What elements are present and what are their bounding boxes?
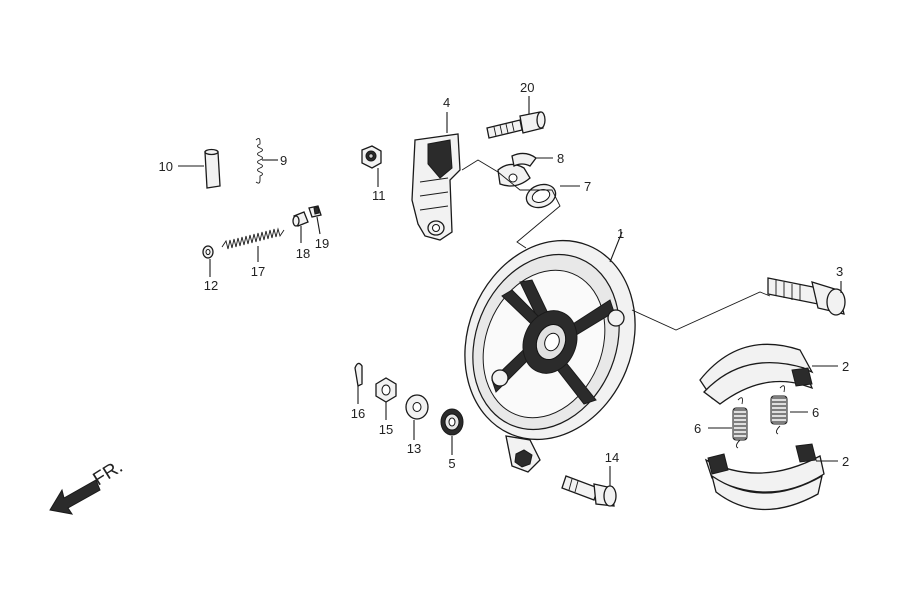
callout-14: 14 [605, 450, 619, 465]
part-7-seal-ring [525, 183, 580, 209]
callout-16: 16 [351, 406, 365, 421]
part-10-sleeve [178, 148, 221, 189]
callout-12: 12 [204, 278, 218, 293]
callout-20: 20 [520, 80, 534, 95]
callout-6-left: 6 [694, 421, 701, 436]
part-20-bolt [486, 96, 546, 139]
leader-arm-to-hub [461, 159, 561, 249]
callout-11: 11 [372, 188, 386, 203]
leader-hub-to-axle [631, 291, 771, 331]
callout-10: 10 [159, 159, 173, 174]
callout-5: 5 [448, 456, 455, 471]
part-15-nut [375, 377, 397, 420]
front-direction-arrow: FR. [49, 456, 127, 515]
callout-6-right: 6 [812, 405, 819, 420]
part-12-washer [202, 245, 214, 277]
callout-4: 4 [443, 95, 450, 110]
callout-17: 17 [251, 264, 265, 279]
part-4-brake-arm [411, 112, 461, 241]
part-2-brake-shoe-upper [699, 343, 838, 405]
callout-19: 19 [315, 236, 329, 251]
part-17-long-spring [221, 227, 285, 262]
part-6-spring-left [708, 397, 748, 449]
callout-3: 3 [836, 264, 843, 279]
part-11-nut [361, 145, 382, 187]
part-18-pin [292, 211, 309, 243]
callout-2-upper: 2 [842, 359, 849, 374]
part-6-spring-right [770, 385, 808, 435]
callout-7: 7 [584, 179, 591, 194]
part-8-indicator-plate [497, 152, 553, 187]
callout-8: 8 [557, 151, 564, 166]
part-19-clip [308, 205, 322, 235]
part-16-cotter-pin [354, 362, 363, 404]
part-3-cam-shaft [767, 277, 846, 316]
part-1-brake-panel [464, 231, 636, 473]
callout-13: 13 [407, 441, 421, 456]
part-14-pivot-bolt [561, 466, 617, 507]
part-9-spring [255, 137, 278, 184]
callout-1: 1 [617, 226, 624, 241]
callout-15: 15 [379, 422, 393, 437]
part-2-brake-shoe-lower [704, 443, 838, 511]
callout-9: 9 [280, 153, 287, 168]
part-13-washer [405, 394, 429, 440]
callout-18: 18 [296, 246, 310, 261]
callout-2-lower: 2 [842, 454, 849, 469]
part-5-bearing [440, 408, 464, 455]
